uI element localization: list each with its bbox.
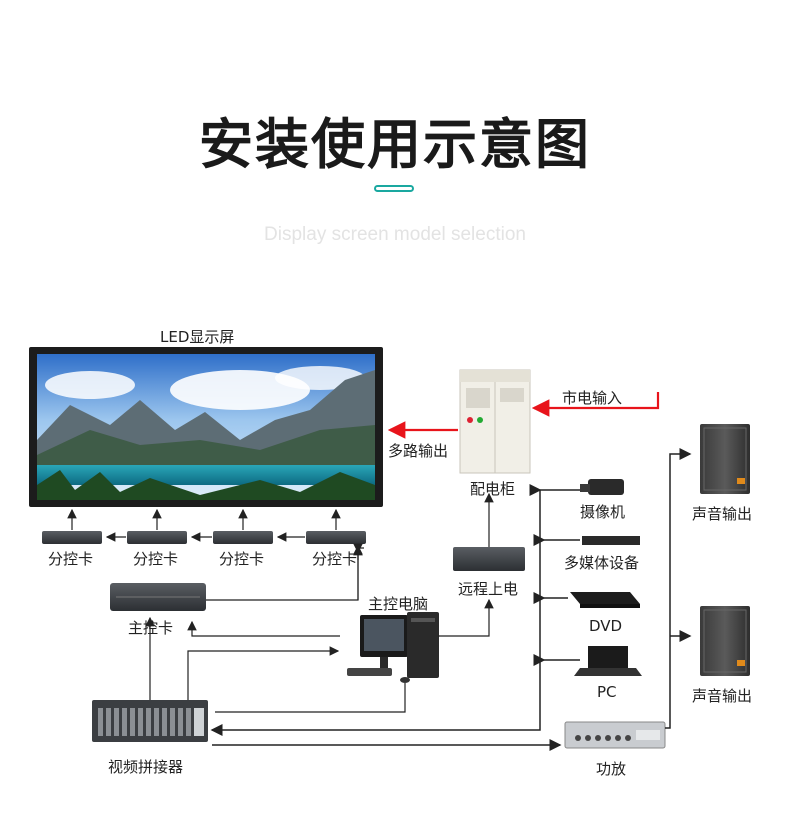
remote-power-label: 远程上电 xyxy=(458,580,519,598)
pc-label: PC xyxy=(597,683,617,701)
power-cabinet-label: 配电柜 xyxy=(470,480,516,498)
mains-input-label: 市电输入 xyxy=(562,389,623,407)
sub-card-arrows xyxy=(67,508,341,542)
power-cabinet-device xyxy=(459,369,531,474)
remote-power-device xyxy=(453,547,525,571)
video-splicer-device xyxy=(92,700,208,742)
sub-card-devices xyxy=(42,531,366,544)
multimedia-label: 多媒体设备 xyxy=(564,554,640,572)
sub-card-label-4: 分控卡 xyxy=(312,550,358,568)
sub-card-label-1: 分控卡 xyxy=(48,550,94,568)
sub-card-label-3: 分控卡 xyxy=(219,550,265,568)
title-underline xyxy=(374,185,414,192)
speaker-bottom xyxy=(700,606,750,676)
video-splicer-label: 视频拼接器 xyxy=(108,758,184,776)
host-computer-device xyxy=(347,612,439,683)
speaker-top xyxy=(700,424,750,494)
main-card-label: 主控卡 xyxy=(128,619,174,637)
dvd-label: DVD xyxy=(589,617,623,635)
speaker-bottom-label: 声音输出 xyxy=(692,687,753,705)
main-card-device xyxy=(110,583,206,611)
led-screen xyxy=(29,347,383,507)
multimedia-device xyxy=(582,536,640,545)
speaker-links xyxy=(665,448,692,729)
page-subtitle: Display screen model selection xyxy=(264,224,526,245)
computer-links xyxy=(215,598,494,713)
av-bus-lines xyxy=(210,484,580,751)
led-screen-label: LED显示屏 xyxy=(160,328,235,346)
power-red-lines xyxy=(387,392,660,439)
multi-output-label: 多路输出 xyxy=(388,442,449,460)
page-title: 安装使用示意图 xyxy=(199,113,591,176)
host-pc-label: 主控电脑 xyxy=(368,595,429,613)
dvd-device xyxy=(570,592,640,608)
main-card-links xyxy=(145,543,364,700)
camera-device xyxy=(580,479,624,495)
amplifier-label: 功放 xyxy=(596,760,627,778)
sub-card-label-2: 分控卡 xyxy=(133,550,179,568)
pc-laptop-device xyxy=(574,646,642,676)
camera-label: 摄像机 xyxy=(580,503,626,521)
amplifier-device xyxy=(564,721,666,749)
speaker-top-label: 声音输出 xyxy=(692,505,753,523)
